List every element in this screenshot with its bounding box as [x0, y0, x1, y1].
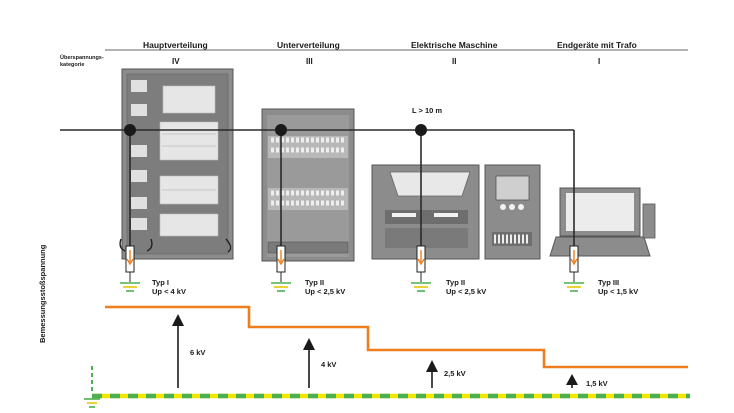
category-iv: IV [172, 57, 180, 66]
junction-node [415, 124, 427, 136]
spd-type: Typ II [305, 278, 325, 287]
voltage-arrow [172, 314, 184, 388]
spd-type: Typ I [152, 278, 169, 287]
column-header-terminal-devices: Endgeräte mit Trafo [557, 40, 637, 50]
overvoltage-category-label-line1: Überspannungs- [60, 55, 104, 61]
spd-level: Up < 4 kV [152, 287, 186, 296]
column-header-electrical-machine: Elektrische Maschine [411, 40, 498, 50]
spd-level: Up < 1,5 kV [598, 287, 639, 296]
spd-label-4: Typ III Up < 1,5 kV [598, 278, 638, 296]
column-header-sub-distribution: Unterverteilung [277, 40, 340, 50]
main-distribution-cabinet [119, 68, 234, 260]
surge-protector [411, 245, 431, 292]
category-ii: II [452, 57, 457, 66]
impulse-level-4kv: 4 kV [321, 360, 337, 369]
surge-protector [564, 245, 584, 292]
overvoltage-category-label-line2: kategorie [60, 62, 85, 68]
junction-node [275, 124, 287, 136]
impulse-level-6kv: 6 kV [190, 348, 206, 357]
impulse-level-2-5kv: 2,5 kV [444, 369, 466, 378]
voltage-arrow [566, 374, 578, 388]
cable-length-note: L > 10 m [412, 106, 443, 115]
supply-wiring [60, 129, 575, 246]
junction-node [124, 124, 136, 136]
spd-label-2: Typ II Up < 2,5 kV [305, 278, 345, 296]
surge-protector [271, 245, 291, 292]
spd-type: Typ II [446, 278, 466, 287]
impulse-level-1-5kv: 1,5 kV [586, 379, 608, 388]
electrical-machine [371, 164, 541, 260]
voltage-arrow [426, 360, 438, 388]
category-i: I [598, 57, 601, 66]
spd-label-3: Typ II Up < 2,5 kV [446, 278, 486, 296]
overvoltage-category-label: Überspannungs- kategorie [60, 55, 104, 69]
vertical-axis-label: Bemessungsstoßspannung [38, 244, 47, 343]
spd-level: Up < 2,5 kV [446, 287, 487, 296]
spd-level: Up < 2,5 kV [305, 287, 346, 296]
laptop-terminal [549, 187, 656, 257]
voltage-arrow [303, 338, 315, 388]
spd-type: Typ III [598, 278, 620, 287]
earth-symbol [84, 366, 100, 408]
category-iii: III [306, 57, 313, 66]
spd-label-1: Typ I Up < 4 kV [152, 278, 186, 296]
column-header-main-distribution: Hauptverteilung [143, 40, 208, 50]
withstand-voltage-step-line [105, 305, 688, 369]
surge-protector [120, 245, 140, 292]
